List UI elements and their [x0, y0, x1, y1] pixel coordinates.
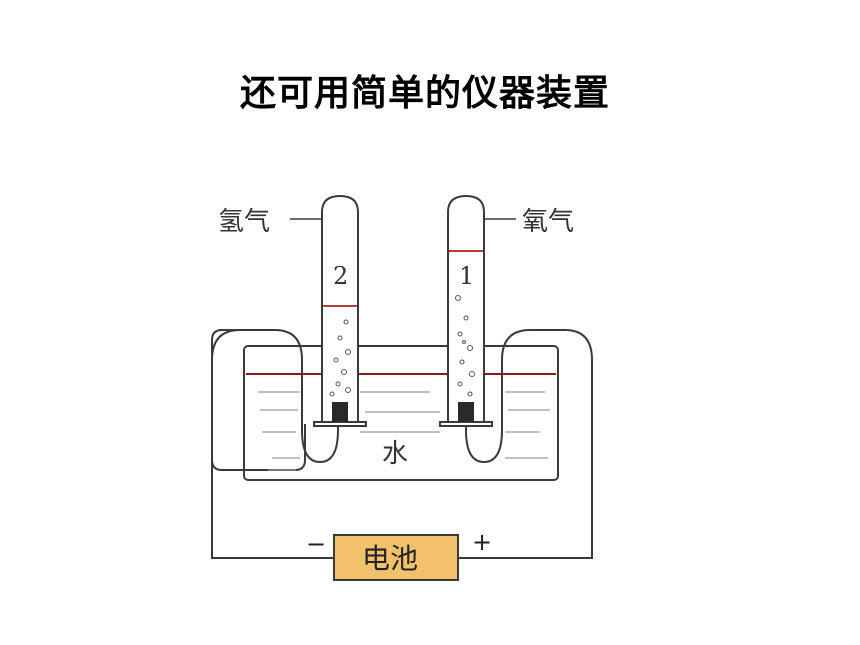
right-electrode: [458, 402, 474, 422]
water-ripples: [258, 391, 550, 471]
page-title: 还可用简单的仪器装置: [239, 73, 610, 114]
right-tube-base: [439, 421, 493, 427]
negative-sign: −: [306, 530, 326, 558]
wire-to-battery-right: [458, 360, 593, 559]
water-label: 水: [382, 439, 408, 469]
oxygen-label: 氧气: [522, 207, 574, 237]
battery-box: [333, 534, 459, 581]
right-bubbles: [455, 295, 475, 397]
circuit-wire: [211, 329, 306, 471]
left-test-tube: [321, 194, 359, 422]
left-bubbles: [329, 319, 351, 397]
right-tube-number: 1: [459, 262, 474, 290]
left-wire-loop: [211, 329, 339, 464]
water-tank: [243, 345, 559, 481]
right-test-tube: [447, 194, 485, 422]
left-electrode: [332, 402, 348, 422]
left-tube-base: [313, 421, 367, 427]
wire-to-battery-left: [211, 360, 334, 559]
left-tube-number: 2: [333, 262, 348, 290]
battery-label: 电池: [362, 542, 418, 575]
right-wire-loop: [465, 329, 593, 464]
positive-sign: +: [472, 528, 492, 556]
hydrogen-label: 氢气: [218, 207, 270, 237]
